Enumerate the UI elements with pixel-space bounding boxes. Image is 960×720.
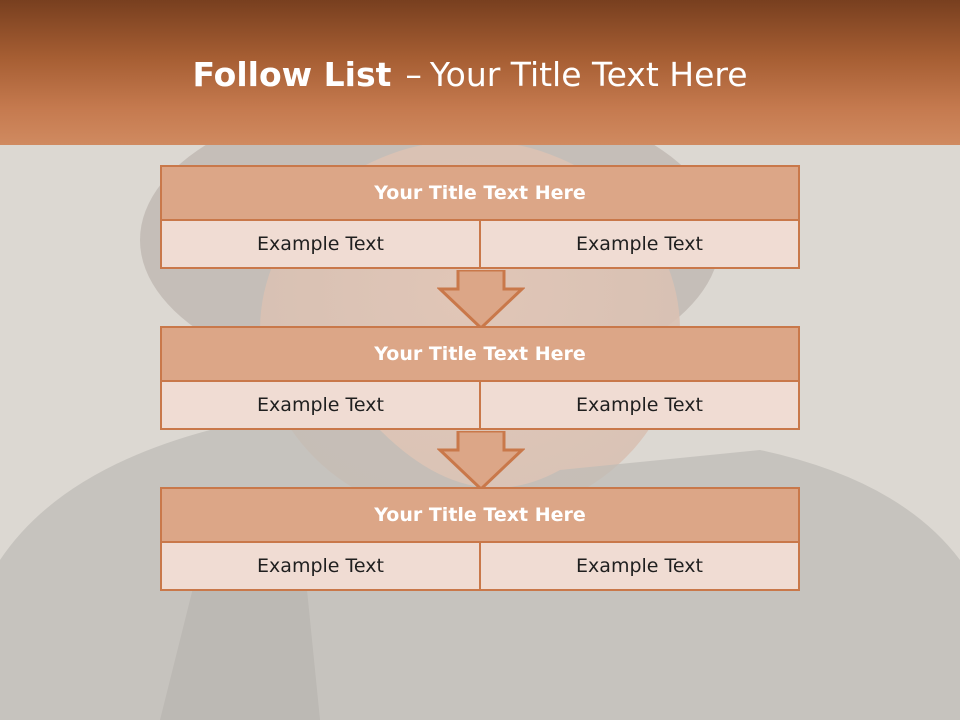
block-cell-right: Example Text	[479, 541, 800, 591]
title-separator: –	[405, 55, 422, 94]
block-cell-left: Example Text	[160, 541, 481, 591]
follow-block-1: Your Title Text Here Example Text Exampl…	[160, 165, 800, 269]
block-cell-right: Example Text	[479, 219, 800, 269]
follow-block-2: Your Title Text Here Example Text Exampl…	[160, 326, 800, 430]
block-cell-left: Example Text	[160, 219, 481, 269]
block-title: Your Title Text Here	[160, 487, 800, 543]
slide-title-bold: Follow List	[192, 55, 392, 94]
arrow-down-icon	[437, 431, 525, 491]
block-cell-left: Example Text	[160, 380, 481, 430]
slide-title-rest: Your Title Text Here	[429, 55, 748, 94]
block-cell-right: Example Text	[479, 380, 800, 430]
follow-block-3: Your Title Text Here Example Text Exampl…	[160, 487, 800, 591]
arrow-down-icon	[437, 270, 525, 330]
block-row: Example Text Example Text	[160, 541, 800, 591]
block-title: Your Title Text Here	[160, 326, 800, 382]
block-row: Example Text Example Text	[160, 380, 800, 430]
block-title: Your Title Text Here	[160, 165, 800, 221]
header-bar: Follow List–Your Title Text Here	[0, 0, 960, 145]
slide-title: Follow List–Your Title Text Here	[0, 52, 940, 98]
block-row: Example Text Example Text	[160, 219, 800, 269]
